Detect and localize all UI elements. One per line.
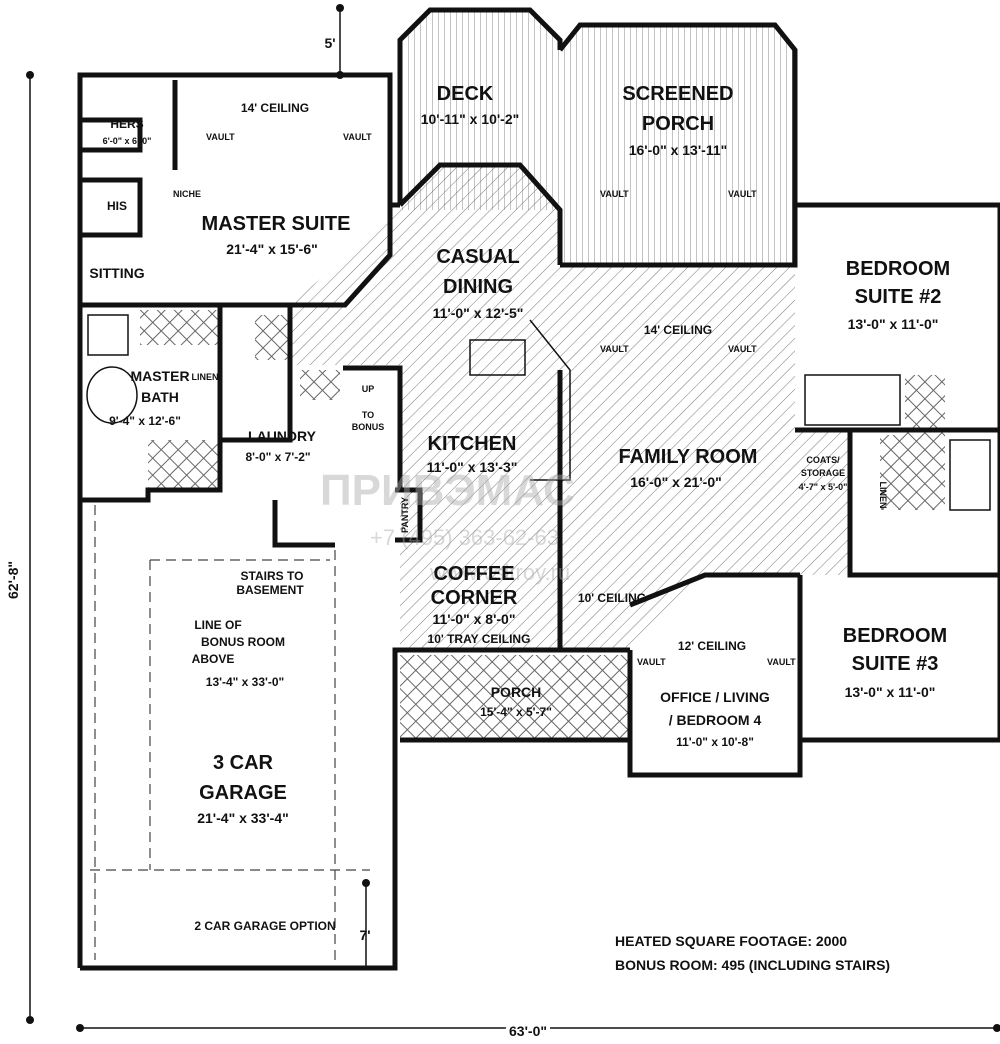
master-bath-size: 9'-4" x 12'-6" bbox=[109, 414, 181, 428]
vault-label: VAULT bbox=[600, 344, 629, 354]
office-ceiling: 12' CEILING bbox=[678, 639, 746, 653]
vault-markers: VAULT VAULT VAULT VAULT VAULT VAULT VAUL… bbox=[206, 132, 796, 667]
coffee-ceiling: 10' TRAY CEILING bbox=[428, 632, 531, 646]
screened-porch-label-2: PORCH bbox=[642, 113, 714, 135]
stairs-to: TO bbox=[362, 410, 374, 420]
laundry-label: LAUNDRY bbox=[248, 428, 317, 444]
porch-size: 15'-4" x 5'-7" bbox=[480, 705, 552, 719]
casual-dining-size: 11'-0" x 12'-5" bbox=[433, 305, 524, 321]
fixtures bbox=[26, 4, 1000, 1032]
screened-porch-label: SCREENED bbox=[622, 83, 733, 105]
screened-porch-size: 16'-0" x 13'-11" bbox=[629, 142, 728, 158]
garage-size: 21'-4" x 33'-4" bbox=[197, 810, 289, 826]
office-label: OFFICE / LIVING bbox=[660, 689, 770, 705]
dimension-left: 62'-8" bbox=[5, 561, 21, 599]
coffee-corner-size: 11'-0" x 8'-0" bbox=[433, 611, 516, 627]
stairs-bonus: BONUS bbox=[352, 422, 385, 432]
vault-label: VAULT bbox=[728, 189, 757, 199]
family-ceiling-2: 10' CEILING bbox=[578, 591, 646, 605]
linen-label-2: LINEN bbox=[878, 482, 888, 509]
walls bbox=[77, 7, 1000, 971]
coffee-corner-label: COFFEE bbox=[433, 563, 514, 585]
watermark-logo: ПРИВЭМАС bbox=[320, 466, 575, 515]
master-suite-size: 21'-4" x 15'-6" bbox=[226, 241, 318, 257]
vault-label: VAULT bbox=[637, 657, 666, 667]
laundry-size: 8'-0" x 7'-2" bbox=[245, 450, 310, 464]
hers-label: HERS bbox=[110, 117, 143, 131]
master-bath-label-2: BATH bbox=[141, 389, 179, 405]
bedroom2-size: 13'-0" x 11'-0" bbox=[848, 316, 939, 332]
pantry-label: PANTRY bbox=[400, 497, 410, 533]
vault-label: VAULT bbox=[343, 132, 372, 142]
bedroom3-label: BEDROOM bbox=[843, 625, 947, 647]
stairs-basement-label-2: BASEMENT bbox=[236, 583, 304, 597]
coats-label-2: STORAGE bbox=[801, 468, 845, 478]
watermark-phone: +7 (495) 363-62-63 bbox=[370, 525, 559, 550]
office-label-2: / BEDROOM 4 bbox=[669, 712, 762, 728]
garage-option-dim: 7' bbox=[359, 927, 370, 943]
kitchen-size: 11'-0" x 13'-3" bbox=[427, 459, 518, 475]
stairs-basement-label: STAIRS TO bbox=[241, 569, 304, 583]
bonus-room-note: BONUS ROOM: 495 (INCLUDING STAIRS) bbox=[615, 957, 890, 973]
casual-dining-label: CASUAL bbox=[436, 246, 519, 268]
porch-label: PORCH bbox=[491, 684, 542, 700]
bedroom3-label-2: SUITE #3 bbox=[852, 653, 939, 675]
linen-label: LINEN bbox=[192, 372, 219, 382]
bonus-line-label-2: BONUS ROOM bbox=[201, 635, 285, 649]
kitchen-label: KITCHEN bbox=[428, 433, 517, 455]
bedroom2-label-2: SUITE #2 bbox=[855, 286, 942, 308]
bedroom2-label: BEDROOM bbox=[846, 258, 950, 280]
deck-label: DECK bbox=[437, 83, 494, 105]
vault-label: VAULT bbox=[767, 657, 796, 667]
bonus-line-size: 13'-4" x 33'-0" bbox=[206, 675, 284, 689]
dimension-top: 5' bbox=[324, 35, 335, 51]
family-room-label: FAMILY ROOM bbox=[619, 446, 758, 468]
room-labels: HERS 6'-0" x 6'-0" HIS NICHE SITTING 14'… bbox=[89, 83, 950, 943]
watermark-site: www.vsitroy.ru bbox=[429, 560, 570, 585]
his-label: HIS bbox=[107, 199, 127, 213]
office-size: 11'-0" x 10'-8" bbox=[676, 735, 754, 749]
sitting-label: SITTING bbox=[89, 265, 144, 281]
vault-label: VAULT bbox=[600, 189, 629, 199]
master-bath-label: MASTER bbox=[130, 368, 189, 384]
coats-label: COATS/ bbox=[806, 455, 840, 465]
niche-label: NICHE bbox=[173, 189, 201, 199]
heated-footage-note: HEATED SQUARE FOOTAGE: 2000 bbox=[615, 933, 847, 949]
master-ceiling: 14' CEILING bbox=[241, 101, 309, 115]
garage-label: 3 CAR bbox=[213, 752, 274, 774]
vault-label: VAULT bbox=[206, 132, 235, 142]
family-ceiling: 14' CEILING bbox=[644, 323, 712, 337]
vault-label: VAULT bbox=[728, 344, 757, 354]
bonus-line-label: LINE OF bbox=[194, 618, 241, 632]
hers-size: 6'-0" x 6'-0" bbox=[103, 136, 152, 146]
coffee-corner-label-2: CORNER bbox=[431, 587, 518, 609]
garage-option-label: 2 CAR GARAGE OPTION bbox=[194, 919, 335, 933]
stairs-up: UP bbox=[362, 384, 375, 394]
coats-size: 4'-7" x 5'-0" bbox=[799, 482, 848, 492]
deck-size: 10'-11" x 10'-2" bbox=[421, 111, 520, 127]
dimension-bottom: 63'-0" bbox=[509, 1023, 547, 1039]
bonus-line-label-3: ABOVE bbox=[192, 652, 235, 666]
master-suite-label: MASTER SUITE bbox=[202, 213, 351, 235]
bedroom3-size: 13'-0" x 11'-0" bbox=[845, 684, 936, 700]
family-room-size: 16'-0" x 21'-0" bbox=[630, 474, 722, 490]
casual-dining-label-2: DINING bbox=[443, 276, 513, 298]
garage-label-2: GARAGE bbox=[199, 782, 287, 804]
